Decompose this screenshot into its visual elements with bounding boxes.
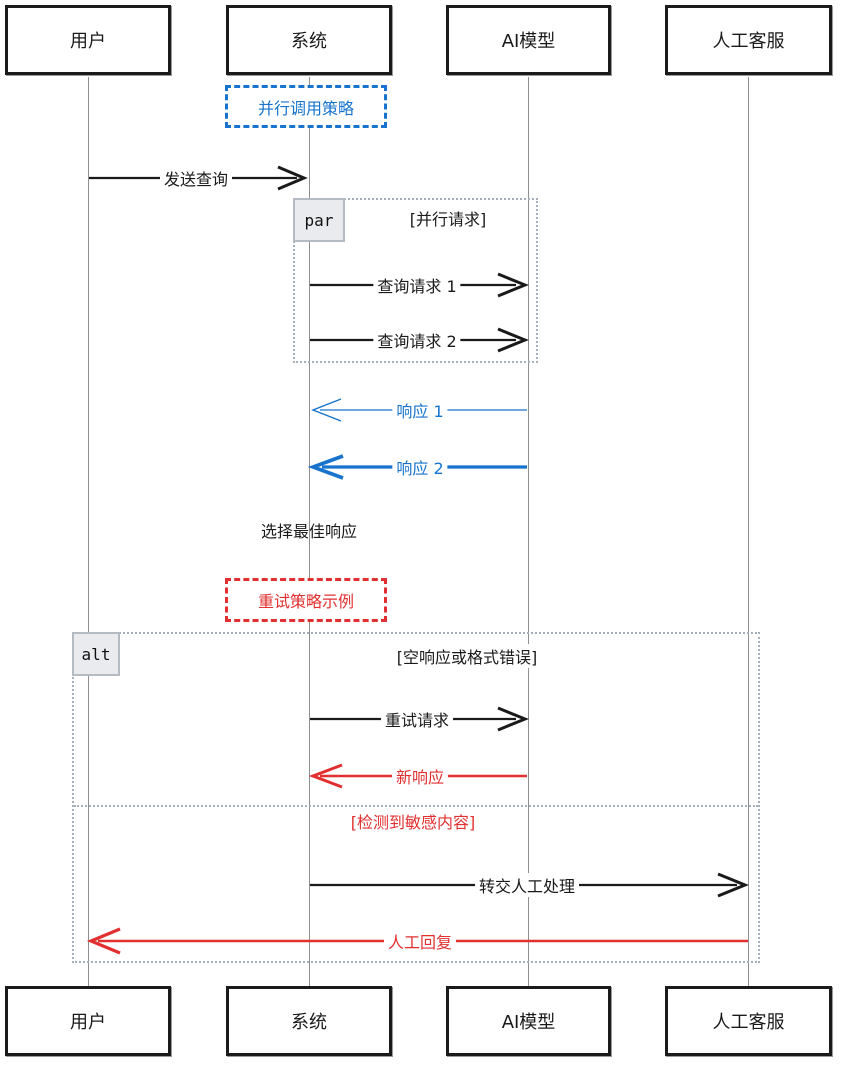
alt-condition-1-label: [空响应或格式错误] xyxy=(394,644,540,668)
actor-bottom-ai-model: AI模型 xyxy=(446,986,611,1056)
par-frame xyxy=(293,198,538,363)
label-query-request-1: 查询请求 1 xyxy=(373,273,461,297)
alt-condition-2-label: [检测到敏感内容] xyxy=(348,809,478,833)
actor-label: 人工客服 xyxy=(712,1012,785,1033)
note-text: 重试策略示例 xyxy=(257,592,354,611)
label-new-response: 新响应 xyxy=(391,764,449,788)
actor-label: 人工客服 xyxy=(712,31,785,52)
label-send-query: 发送查询 xyxy=(159,166,233,190)
alt-frame-divider xyxy=(74,805,758,807)
actor-bottom-system: 系统 xyxy=(226,986,392,1056)
actor-top-system: 系统 xyxy=(226,5,392,75)
label-response-2: 响应 2 xyxy=(392,455,448,479)
alt-frame xyxy=(72,632,760,963)
actor-label: 用户 xyxy=(70,31,106,52)
note-retry-strategy: 重试策略示例 xyxy=(225,578,387,622)
lifeline-ai-model xyxy=(528,77,529,987)
actor-bottom-user: 用户 xyxy=(5,986,171,1056)
actor-label: AI模型 xyxy=(501,31,556,52)
actor-label: 系统 xyxy=(291,31,327,52)
lifeline-system xyxy=(309,77,310,987)
lifeline-human-agent xyxy=(748,77,749,987)
actor-top-human-agent: 人工客服 xyxy=(665,5,832,75)
actor-label: 用户 xyxy=(70,1012,106,1033)
par-condition-label: [并行请求] xyxy=(407,206,489,230)
label-query-request-2: 查询请求 2 xyxy=(373,328,461,352)
label-handoff-to-human: 转交人工处理 xyxy=(474,873,580,897)
label-select-best-response: 选择最佳响应 xyxy=(260,522,358,541)
note-text: 并行调用策略 xyxy=(257,98,354,118)
actor-label: AI模型 xyxy=(501,1012,556,1033)
lifeline-user xyxy=(88,77,89,987)
label-human-reply: 人工回复 xyxy=(383,929,457,953)
actor-top-ai-model: AI模型 xyxy=(446,5,611,75)
actor-top-user: 用户 xyxy=(5,5,171,75)
actor-bottom-human-agent: 人工客服 xyxy=(665,986,832,1056)
alt-tag-text: alt xyxy=(81,644,111,664)
label-response-1: 响应 1 xyxy=(392,398,448,422)
actor-label: 系统 xyxy=(291,1012,327,1033)
note-parallel-strategy: 并行调用策略 xyxy=(225,85,387,128)
label-retry-request: 重试请求 xyxy=(380,707,454,731)
alt-frame-tag: alt xyxy=(72,632,120,676)
par-frame-tag: par xyxy=(293,198,345,242)
par-tag-text: par xyxy=(304,210,334,230)
